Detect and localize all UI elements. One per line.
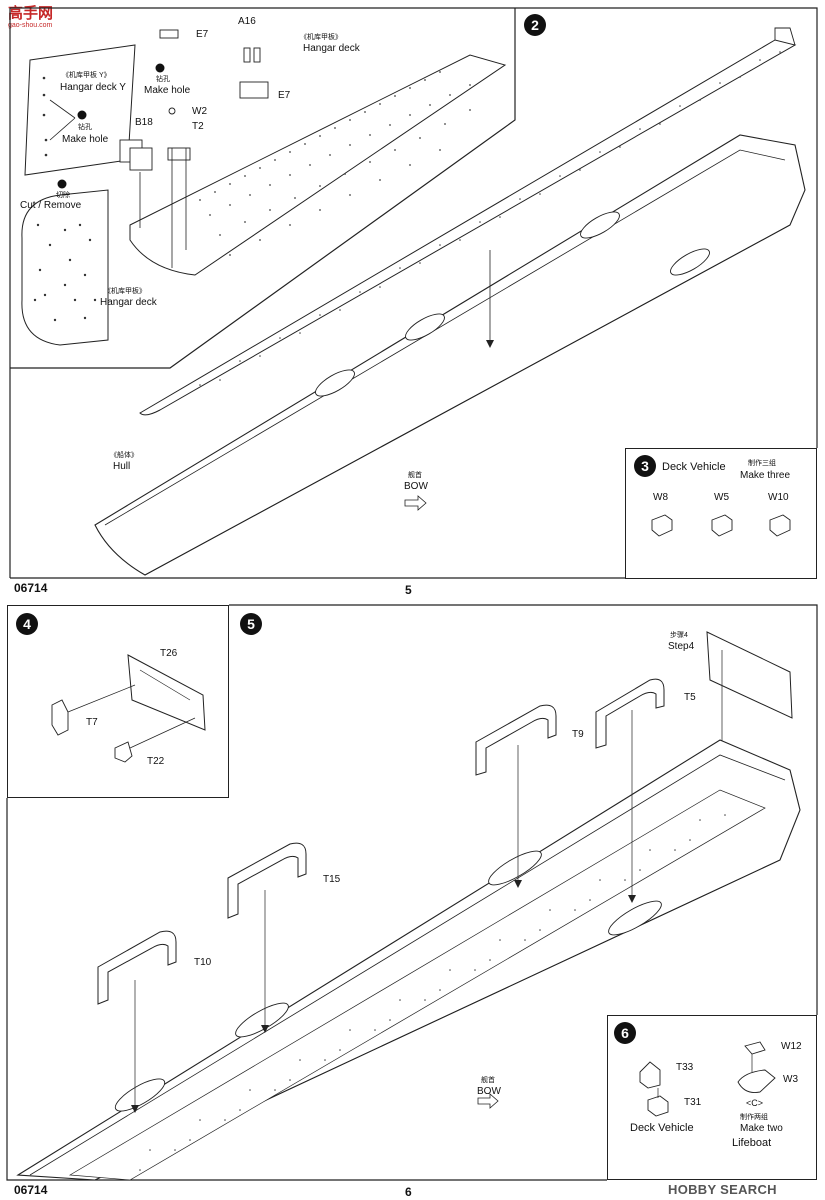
part-label-b18: B18: [135, 117, 153, 128]
step4-badge: 4: [16, 613, 38, 635]
step3-title: Deck Vehicle: [662, 461, 726, 473]
part-label-t10: T10: [194, 957, 212, 968]
hull-cn-label: 《船体》: [110, 452, 138, 459]
watermark-logo: 高手网: [8, 5, 54, 22]
cut-remove-cn-label: 切除: [56, 192, 70, 199]
part-label-t15: T15: [323, 874, 341, 885]
make-hole-label: Make hole: [144, 85, 191, 96]
part-label-e7: E7: [196, 29, 209, 40]
bow-label-p6: BOW: [477, 1086, 501, 1097]
make-hole-cn-label: 钻孔: [156, 76, 170, 83]
bow-cn-label: 舰首: [408, 472, 422, 479]
hangar-deck-cn-label: 《机库甲板》: [300, 34, 342, 41]
step4-panel: [7, 605, 229, 798]
part-label-w3: W3: [783, 1074, 798, 1085]
page6-number: 6: [405, 1185, 412, 1199]
part-label-w5: W5: [714, 492, 729, 503]
step2-badge: 2: [524, 14, 546, 36]
lifeboat-label: Lifeboat: [732, 1137, 772, 1149]
make-three-cn-label: 制作三组: [748, 460, 776, 467]
make-hole-label-2: Make hole: [62, 134, 109, 145]
step2-drawing: [21, 27, 806, 576]
step6-badge: 6: [614, 1022, 636, 1044]
make-two-label: Make two: [740, 1123, 783, 1134]
page6-footer-code: 06714: [14, 1183, 48, 1197]
part-label-t2: T2: [192, 121, 204, 132]
part-label-t31: T31: [684, 1097, 702, 1108]
hangar-deck-y-label: Hangar deck Y: [60, 82, 126, 93]
make-hole-cn-label-2: 钻孔: [78, 124, 92, 131]
make-three-label: Make three: [740, 470, 791, 481]
part-label-t9: T9: [572, 729, 584, 740]
part-label-w2: W2: [192, 106, 207, 117]
hull-label: Hull: [113, 461, 131, 472]
step2-panel-frame: [9, 7, 818, 579]
part-label-w10: W10: [768, 492, 789, 503]
hangar-deck-cn-label-2: 《机库甲板》: [104, 288, 146, 295]
part-label-w8: W8: [653, 492, 668, 503]
part-label-t33: T33: [676, 1062, 694, 1073]
bow-label: BOW: [404, 481, 428, 492]
step4-ref-label: Step4: [668, 641, 695, 652]
step5-badge: 5: [240, 613, 262, 635]
part-label-t22: T22: [147, 756, 165, 767]
make-two-cn-label: 制作两组: [740, 1114, 768, 1121]
hangar-deck-label-2: Hangar deck: [100, 297, 157, 308]
part-label-t26: T26: [160, 648, 178, 659]
part-label-e7-lower: E7: [278, 90, 291, 101]
part-label-w12: W12: [781, 1041, 802, 1052]
watermark-hobby-search: HOBBY SEARCH: [668, 1182, 777, 1197]
hangar-deck-label: Hangar deck: [303, 43, 360, 54]
step3-panel: [625, 448, 817, 579]
part-label-t5: T5: [684, 692, 696, 703]
page5-number: 5: [405, 583, 412, 597]
c-label: <C>: [746, 1098, 764, 1108]
watermark-url: gao-shou.com: [8, 22, 53, 29]
step3-vehicles: [651, 514, 791, 537]
bow-cn-label-p6: 舰首: [481, 1077, 495, 1084]
part-label-t7: T7: [86, 717, 98, 728]
cut-remove-label: Cut / Remove: [20, 200, 82, 211]
deck-vehicle-label: Deck Vehicle: [630, 1122, 694, 1134]
step4-ref-cn-label: 步骤4: [670, 632, 688, 639]
part-label-a16: A16: [238, 16, 256, 27]
hangar-deck-y-cn-label: 《机库甲板 Y》: [62, 72, 111, 79]
step3-badge: 3: [634, 455, 656, 477]
page5-footer-code: 06714: [14, 581, 48, 595]
step6-panel: [607, 1015, 817, 1180]
